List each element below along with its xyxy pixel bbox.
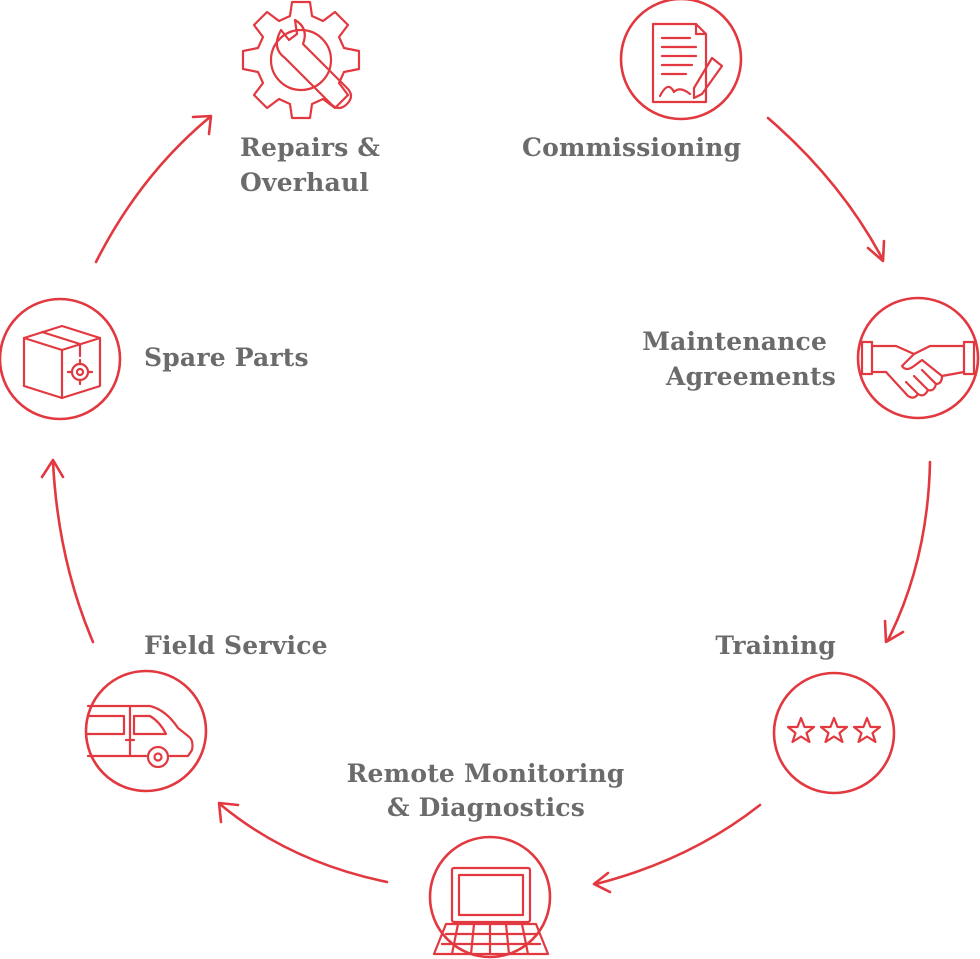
arrow-remote-to-field [217,801,389,884]
stage-training: Training [715,631,896,795]
stage-circle [0,297,122,421]
stage-label-field: Field Service [144,631,328,660]
stage-spares: Spare Parts [0,297,309,421]
stage-label-line: Overhaul [240,168,369,197]
stage-label-remote: Remote Monitoring & Diagnostics [347,759,634,822]
stage-label-line: Spare Parts [144,343,309,372]
stage-label-line: Remote Monitoring [347,759,625,788]
stage-field: Field Service [84,631,328,793]
stage-circle [619,0,743,121]
stage-label-spares: Spare Parts [144,343,309,372]
three-stars-icon [786,716,882,744]
gear-wrench-icon [241,0,361,120]
stage-repairs: Repairs & Overhaul [240,0,389,197]
stage-label-line: Commissioning [522,133,741,162]
service-van-icon [86,704,194,769]
stage-circle [856,296,980,420]
flow-arrows [40,114,932,894]
stage-label-line: Field Service [144,631,328,660]
arrow-commissioning-to-maintenance [766,116,886,263]
stage-maintenance: Maintenance Agreements [642,296,980,420]
stage-label-line: & Diagnostics [387,793,585,822]
stage-label-line: Training [715,631,836,660]
stage-remote: Remote Monitoring & Diagnostics [347,759,634,959]
arrow-maintenance-to-training [883,460,932,644]
laptop-icon [432,866,550,956]
stage-commissioning: Commissioning [522,0,743,162]
stage-label-training: Training [715,631,836,660]
stage-circle [84,669,208,793]
handshake-icon [860,340,976,399]
stage-circle [772,671,896,795]
parts-box-icon [22,324,102,400]
stage-label-commissioning: Commissioning [522,133,741,162]
stage-label-maintenance: Maintenance Agreements [642,327,836,391]
signed-document-icon [651,22,724,104]
arrow-spares-to-repairs [94,114,213,264]
stage-label-line: Maintenance [642,327,827,356]
stage-label-line: Agreements [665,362,836,391]
stage-label-line: Repairs & [240,133,380,162]
arrow-field-to-spares [40,458,95,644]
stage-label-repairs: Repairs & Overhaul [240,133,389,197]
arrow-training-to-remote [592,803,762,894]
